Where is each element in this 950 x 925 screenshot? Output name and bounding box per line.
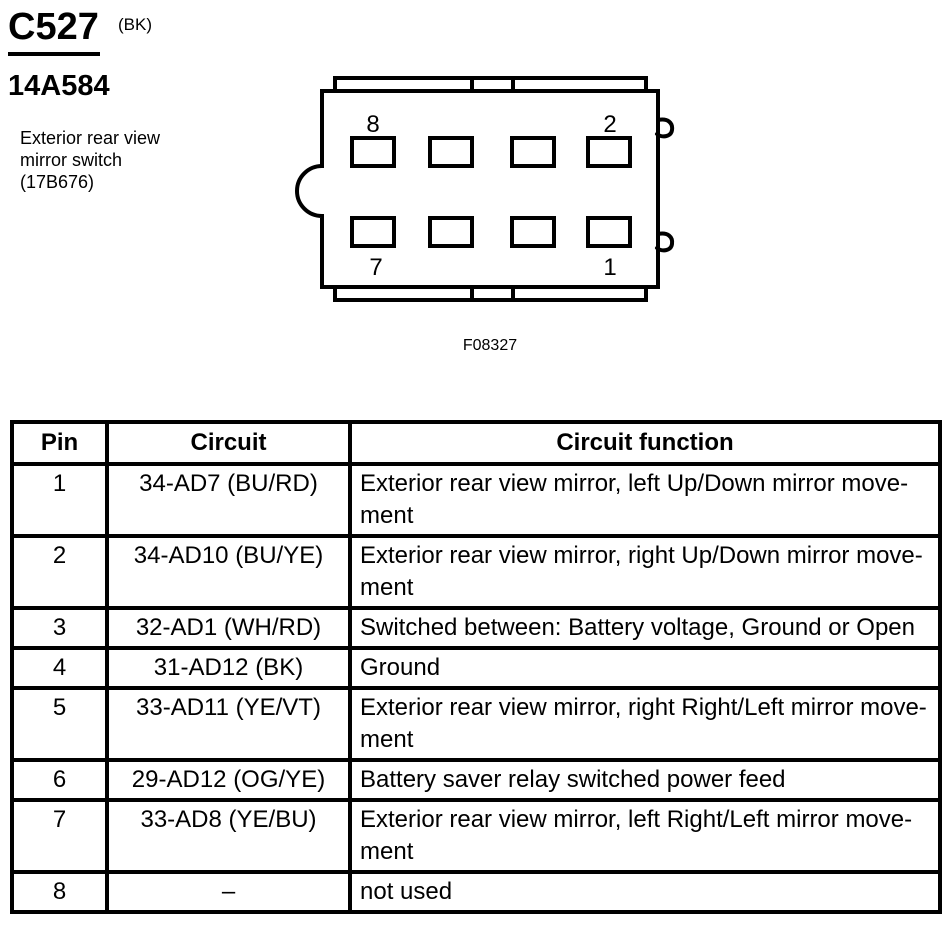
column-header-circuit: Circuit [105,420,352,466]
connector-bottom-tab [333,285,648,302]
table-row: 5 33-AD11 (YE/VT) Exterior rear view mir… [10,686,942,762]
pin-number-label: 7 [369,254,382,281]
column-header-pin: Pin [10,420,109,466]
figure-caption: F08327 [462,337,518,354]
pin-cell: 1 [10,462,109,538]
pin-cell: 3 [10,606,109,650]
circuit-cell: 31-AD12 (BK) [105,646,352,690]
description-line: Exterior rear view [20,128,161,148]
pin-number-label: 8 [366,111,379,138]
latch-hook-top [655,117,675,139]
pin-cell: 7 [10,798,109,874]
function-cell: Ground [348,646,942,690]
pin-cavity [350,136,396,168]
function-cell: Exterior rear view mirror, right Right/L… [348,686,942,762]
connector-face-diagram: 8 2 7 1 [295,76,675,302]
pin-cell: 5 [10,686,109,762]
table-header-row: Pin Circuit Circuit function [10,420,942,466]
function-cell: Exterior rear view mirror, left Up/Down … [348,462,942,538]
circuit-cell: 33-AD11 (YE/VT) [105,686,352,762]
table-row: 6 29-AD12 (OG/YE) Battery saver relay sw… [10,758,942,802]
table-row: 2 34-AD10 (BU/YE) Exterior rear view mir… [10,534,942,610]
column-header-function: Circuit function [348,420,942,466]
description-line: (17B676) [20,172,95,192]
pin-cavity [428,216,474,248]
pin-cavity [510,136,556,168]
function-cell: Exterior rear view mirror, right Up/Down… [348,534,942,610]
pin-number-label: 2 [603,111,616,138]
function-cell: Battery saver relay switched power feed [348,758,942,802]
circuit-cell: 32-AD1 (WH/RD) [105,606,352,650]
function-cell: not used [348,870,942,914]
circuit-cell: 29-AD12 (OG/YE) [105,758,352,802]
function-cell: Switched between: Battery voltage, Groun… [348,606,942,650]
connector-top-tab [333,76,648,93]
circuit-cell: 34-AD7 (BU/RD) [105,462,352,538]
table-row: 3 32-AD1 (WH/RD) Switched between: Batte… [10,606,942,650]
pin-cell: 6 [10,758,109,802]
latch-hook-bottom [655,231,675,253]
connector-color-code: (BK) [118,15,152,34]
table-row: 4 31-AD12 (BK) Ground [10,646,942,690]
pinout-table: Pin Circuit Circuit function 1 34-AD7 (B… [10,420,942,914]
pin-cavity [586,136,632,168]
circuit-cell: 34-AD10 (BU/YE) [105,534,352,610]
pin-cavity [350,216,396,248]
pin-cell: 4 [10,646,109,690]
connector-id-heading: C527 [8,8,100,56]
description-line: mirror switch [20,150,122,170]
pin-cell: 2 [10,534,109,610]
pin-cavity [510,216,556,248]
circuit-cell: – [105,870,352,914]
circuit-cell: 33-AD8 (YE/BU) [105,798,352,874]
pin-number-label: 1 [603,254,616,281]
pin-cavity [586,216,632,248]
connector-description: Exterior rear view mirror switch (17B676… [20,127,160,193]
part-number: 14A584 [8,70,110,102]
table-row: 8 – not used [10,870,942,914]
table-row: 1 34-AD7 (BU/RD) Exterior rear view mirr… [10,462,942,538]
function-cell: Exterior rear view mirror, left Right/Le… [348,798,942,874]
pin-cavity [428,136,474,168]
pin-cell: 8 [10,870,109,914]
table-row: 7 33-AD8 (YE/BU) Exterior rear view mirr… [10,798,942,874]
